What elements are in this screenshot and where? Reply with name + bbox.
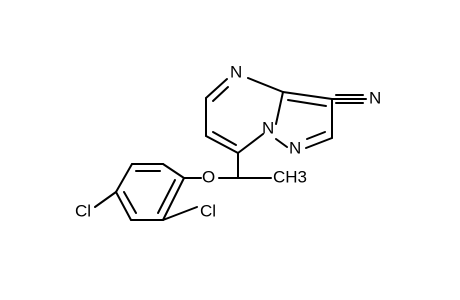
bond-c6-c7 xyxy=(205,135,239,154)
bond-c7-n-bridge xyxy=(237,133,264,154)
atom-label-methyl: CH3 xyxy=(273,167,307,186)
bond-n4-c5 xyxy=(205,78,228,99)
bond-c2-cl xyxy=(162,206,198,221)
bond-n1-n-bridge xyxy=(275,138,288,148)
atom-label-chloro-2: Cl xyxy=(200,201,216,220)
bonds xyxy=(94,77,367,221)
atom-labels: N N N N O CH3 Cl Cl xyxy=(75,62,381,220)
bond-c4-c3-inner xyxy=(123,191,137,214)
bond-c6-c7-inner xyxy=(212,131,237,146)
atom-label-n1: N xyxy=(289,138,301,157)
bond-c3a-n4 xyxy=(247,77,284,93)
bond-c3a-c3 xyxy=(282,91,333,100)
atom-label-cn-nitrogen: N xyxy=(369,88,381,107)
bond-n4-c5-inner xyxy=(212,86,229,102)
bond-c2-n1 xyxy=(305,137,333,149)
bond-c5-c4 xyxy=(115,163,133,193)
bond-c3a-c3-inner xyxy=(287,99,327,107)
atom-label-n4: N xyxy=(230,62,242,81)
atom-label-ether-oxygen: O xyxy=(202,167,215,186)
bond-c2-c1-inner xyxy=(157,179,176,214)
bond-c2-c1 xyxy=(162,177,185,221)
bond-c2-n1-inner xyxy=(306,131,326,140)
bond-c1-c6 xyxy=(162,163,185,179)
bond-n-bridge-c3a xyxy=(275,91,284,125)
bond-c4-c3 xyxy=(115,191,132,221)
bond-c4-cl xyxy=(94,191,117,208)
atom-label-chloro-4: Cl xyxy=(75,201,91,220)
atom-label-n-bridge: N xyxy=(262,118,274,137)
